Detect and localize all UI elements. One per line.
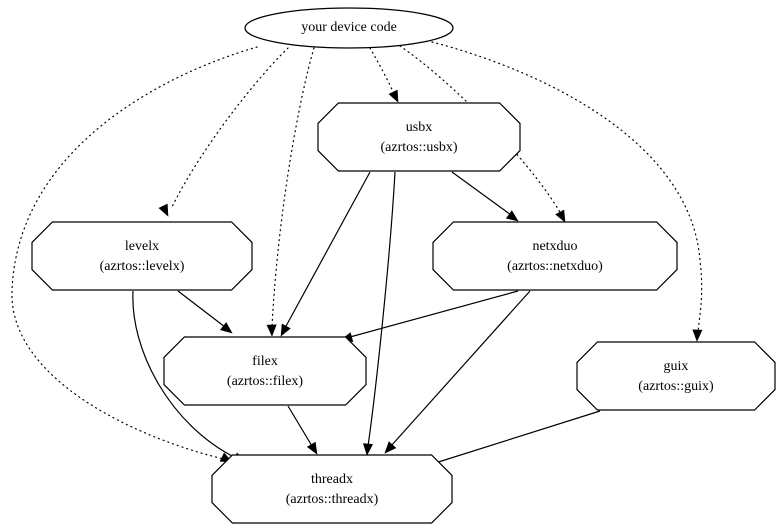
edge-line (349, 290, 519, 338)
edge-line (271, 47, 315, 328)
edge-line (451, 171, 512, 216)
node-label-package: (azrtos::threadx) (286, 492, 379, 507)
node-filex[interactable]: filex(azrtos::filex) (163, 336, 367, 406)
edge-line (369, 47, 395, 95)
edge-device-to-usbx (369, 47, 399, 103)
node-levelx[interactable]: levelx(azrtos::levelx) (31, 221, 253, 291)
edge-device-to-levelx (158, 47, 289, 217)
arrow-head-icon (219, 322, 233, 334)
arrow-head-icon (505, 210, 519, 222)
edges-layer (11, 41, 703, 469)
node-label-primary: filex (252, 354, 278, 369)
arrow-head-icon (280, 323, 291, 337)
node-device[interactable]: your device code (244, 7, 454, 49)
edge-device-to-filex (266, 47, 315, 337)
node-guix[interactable]: guix(azrtos::guix) (576, 341, 776, 411)
arrow-head-icon (158, 203, 169, 217)
edge-line (177, 290, 226, 328)
node-octagon-shape (211, 454, 453, 524)
node-label-primary: threadx (311, 472, 353, 487)
node-label-package: (azrtos::netxduo) (507, 259, 603, 274)
node-label-primary: guix (664, 359, 689, 374)
arrow-head-icon (692, 329, 703, 342)
edge-netxduo-to-threadx (384, 290, 531, 454)
arrow-head-icon (555, 209, 566, 223)
nodes-layer: your device codeusbx(azrtos::usbx)levelx… (31, 7, 776, 524)
edge-usbx-to-threadx (362, 171, 396, 456)
edge-line (431, 41, 703, 333)
edge-line (11, 46, 258, 461)
node-octagon-shape (317, 102, 521, 172)
edge-line (132, 290, 237, 459)
edge-line (390, 290, 531, 447)
arrow-head-icon (362, 443, 374, 456)
arrow-head-icon (306, 441, 318, 455)
node-label-package: (azrtos::filex) (227, 374, 304, 389)
node-threadx[interactable]: threadx(azrtos::threadx) (211, 454, 453, 524)
node-label-package: (azrtos::levelx) (100, 259, 185, 274)
edge-line (284, 171, 371, 329)
edge-usbx-to-filex (280, 171, 371, 337)
node-octagon-shape (576, 341, 776, 411)
edge-line (287, 405, 313, 447)
node-octagon-shape (432, 221, 678, 291)
arrow-head-icon (266, 324, 277, 337)
edge-line (367, 171, 396, 447)
edge-guix-to-threadx (422, 410, 601, 469)
node-label-primary: usbx (406, 120, 432, 135)
node-usbx[interactable]: usbx(azrtos::usbx) (317, 102, 521, 172)
arrow-head-icon (384, 441, 397, 454)
edge-line (171, 47, 289, 208)
node-label-primary: your device code (301, 20, 397, 35)
edge-device-to-guix (431, 41, 703, 342)
node-octagon-shape (31, 221, 253, 291)
node-label-package: (azrtos::usbx) (381, 140, 458, 155)
node-label-primary: netxduo (532, 239, 577, 254)
node-octagon-shape (163, 336, 367, 406)
edge-line (431, 410, 601, 465)
arrow-head-icon (388, 89, 399, 103)
edge-levelx-to-filex (177, 290, 233, 334)
node-netxduo[interactable]: netxduo(azrtos::netxduo) (432, 221, 678, 291)
node-ellipse-shape (244, 7, 454, 49)
edge-usbx-to-netxduo (451, 171, 519, 222)
node-label-package: (azrtos::guix) (638, 379, 714, 394)
edge-filex-to-threadx (287, 405, 318, 455)
node-label-primary: levelx (125, 239, 159, 254)
